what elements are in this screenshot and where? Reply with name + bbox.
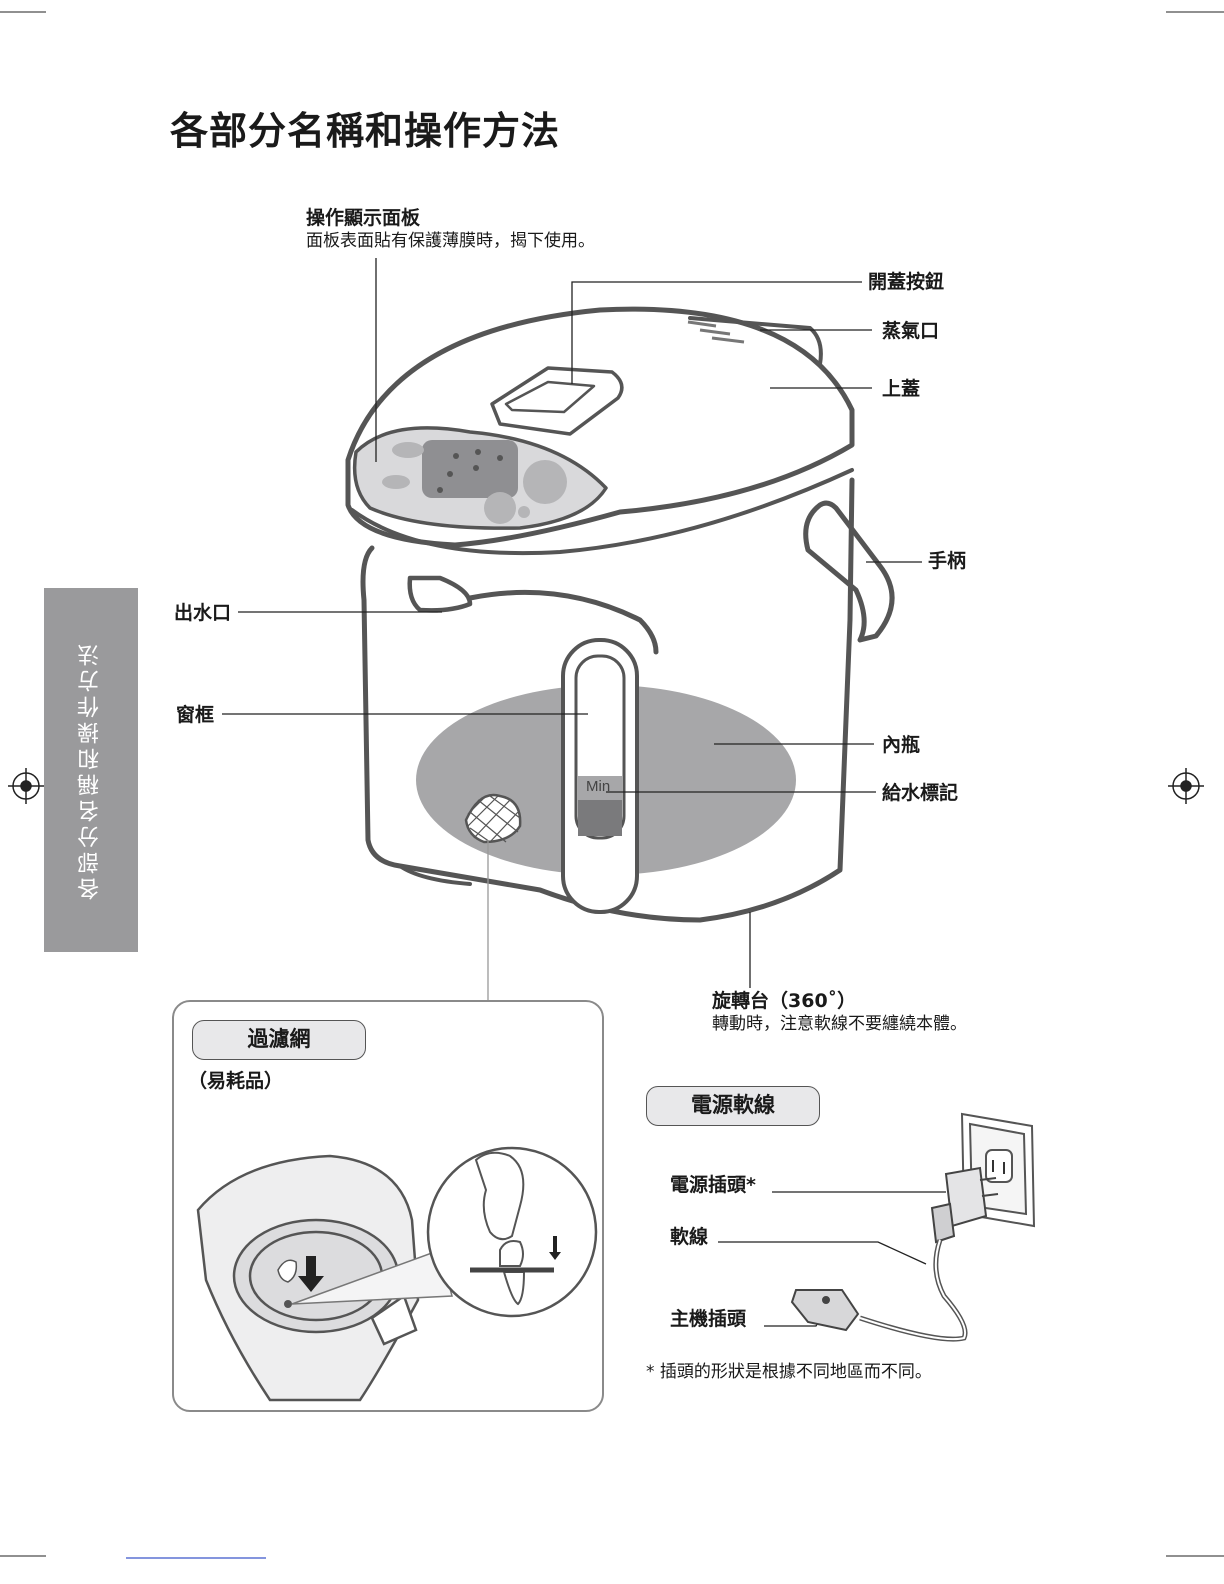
power-cord-wire <box>860 1240 965 1339</box>
appliance-plug-icon <box>792 1290 858 1330</box>
power-plug-icon <box>932 1168 986 1242</box>
